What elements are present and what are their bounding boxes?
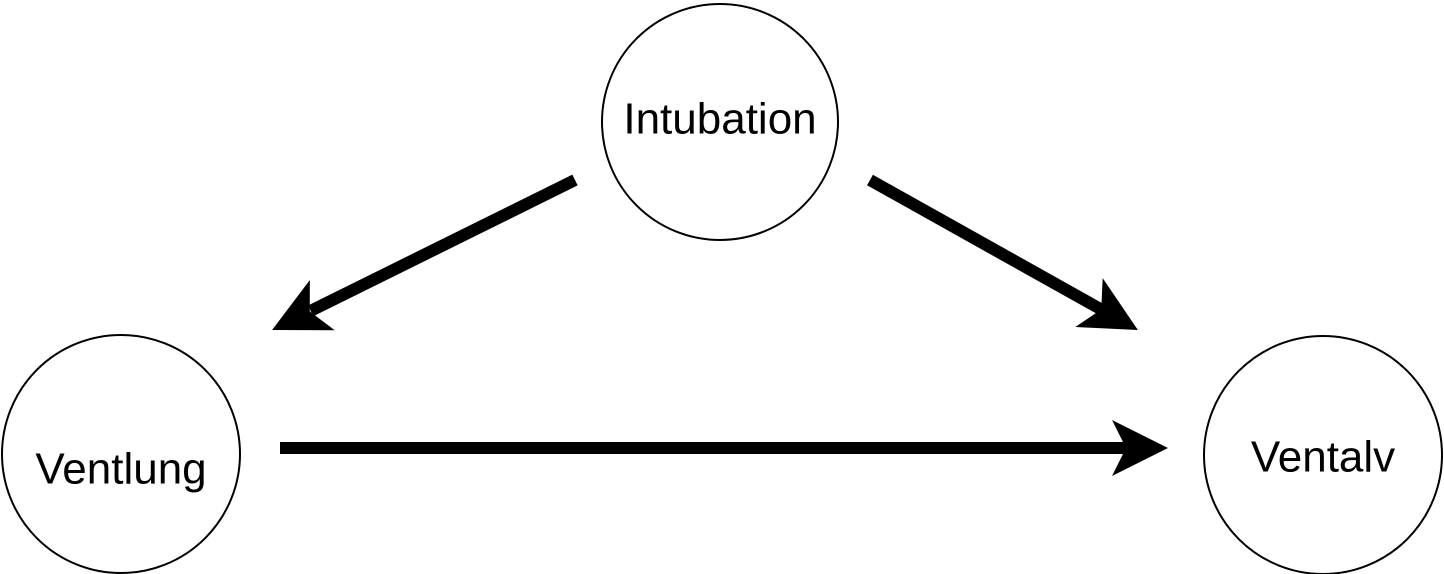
node-intubation[interactable]: Intubation <box>601 3 839 241</box>
node-ventalv[interactable]: Ventalv <box>1203 335 1443 574</box>
node-label: Intubation <box>623 95 816 144</box>
arrowhead-icon <box>272 280 335 331</box>
node-circle <box>1203 335 1443 574</box>
edge-intubation-to-ventalv <box>867 174 1138 330</box>
node-ventlung[interactable]: Ventlung <box>1 334 241 574</box>
edge-line <box>307 174 578 317</box>
node-label: Ventalv <box>1251 433 1395 482</box>
edge-line <box>867 174 1105 315</box>
node-label: Ventlung <box>35 445 206 494</box>
edge-intubation-to-ventlung <box>272 174 578 331</box>
node-circle <box>601 3 839 241</box>
edge-ventlung-to-ventalv <box>280 420 1168 476</box>
node-circle <box>1 334 241 574</box>
arrowhead-icon <box>1075 278 1138 330</box>
arrowhead-icon <box>1112 420 1168 476</box>
